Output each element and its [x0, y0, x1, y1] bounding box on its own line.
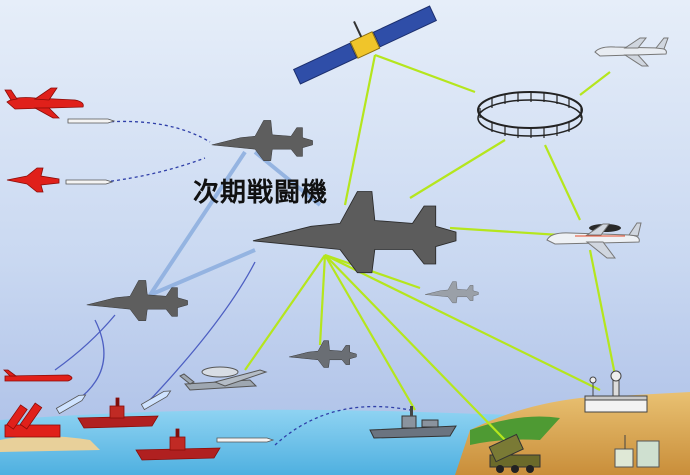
- link-fighter-sam: [324, 254, 506, 441]
- enemy-warship-icon: [77, 397, 159, 429]
- link-satellite-fighter: [343, 54, 377, 206]
- link-fighter-f35: [318, 254, 327, 346]
- trail-upper-missile: [104, 120, 211, 143]
- link-ring-fighter: [409, 139, 506, 199]
- destroyer-icon: [369, 406, 457, 439]
- vegetation: [470, 416, 560, 445]
- enemy-coast: [0, 436, 100, 452]
- link-satellite-ring: [374, 53, 476, 94]
- missile-lower-icon: [65, 179, 114, 185]
- weapon-trails: [104, 120, 411, 446]
- ship-missile-icon: [216, 437, 275, 443]
- link-wingman-left-lead: [149, 248, 256, 297]
- e2-hawkeye-icon: [179, 366, 268, 391]
- base-buildings-icon: [614, 435, 660, 468]
- trail-destroyer-missile: [274, 405, 411, 446]
- trail-wingman-to-cruise-missile: [54, 314, 116, 371]
- anti-ship-missile-icon: [3, 369, 73, 382]
- lead-missile-icon: [140, 390, 172, 411]
- awacs-aircraft-icon: [546, 222, 642, 259]
- missiles: [55, 118, 275, 443]
- link-wingman-upper-left: [148, 150, 247, 297]
- link-fighter-station: [324, 254, 601, 391]
- link-fighter-f15: [324, 253, 421, 290]
- enemy-fighter-icon: [6, 167, 60, 193]
- trail-lower-missile: [104, 157, 206, 183]
- link-fighter-e2: [244, 254, 326, 371]
- enemy-bomber-icon: [4, 87, 84, 119]
- network-links: [244, 53, 617, 441]
- link-fighter-destroyer: [324, 254, 416, 411]
- tanker-aircraft-icon: [594, 37, 669, 67]
- link-tanker-ring: [579, 71, 611, 96]
- enemy-launcher-icon: [4, 402, 61, 438]
- hostile-forces: [3, 87, 221, 461]
- interceptor-missile-icon: [55, 394, 87, 415]
- missile-upper-icon: [67, 118, 116, 124]
- trail-lead-to-ship: [149, 261, 256, 401]
- satellite-icon: [292, 5, 438, 85]
- enemy-warship-2-icon: [135, 428, 221, 461]
- link-ring-awacs: [544, 144, 581, 221]
- ground-radar-station-icon: [584, 370, 648, 413]
- link-awacs-station: [588, 249, 617, 376]
- link-fighter-awacs: [449, 226, 561, 237]
- ring-network-icon: [477, 91, 583, 138]
- next-gen-fighter-label: 次期戦闘機: [193, 178, 329, 208]
- sam-launcher-icon: [488, 433, 541, 473]
